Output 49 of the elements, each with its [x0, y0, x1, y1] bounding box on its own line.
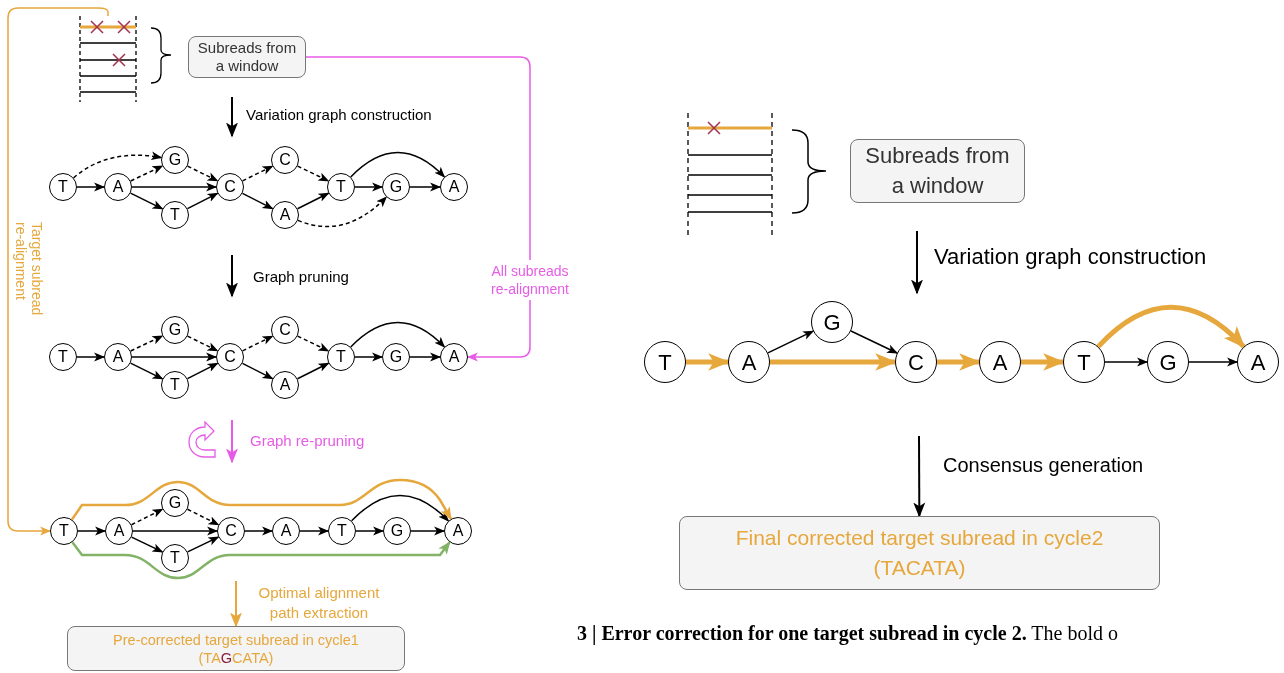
- curved-arrow: [350, 494, 450, 522]
- arrow: [913, 435, 926, 518]
- box-text: Subreads from a window: [864, 142, 1011, 200]
- curved-arrow: [350, 151, 446, 178]
- arrow: [77, 526, 107, 536]
- box-text: Pre-corrected target subread in cycle1: [113, 630, 359, 649]
- rounded-box: [67, 626, 405, 671]
- edge-label: Consensus generation: [943, 453, 1144, 478]
- curved-arrow: [72, 151, 163, 179]
- step-label: Variation graph construction: [246, 105, 432, 125]
- arrow: [354, 182, 384, 192]
- curved-arrow: [297, 196, 388, 228]
- arrow: [76, 352, 106, 362]
- arrow: [355, 526, 385, 536]
- rounded-box: [679, 516, 1160, 590]
- box-text: Final corrected target subread in cycle2: [735, 525, 1104, 551]
- arrow: [131, 182, 218, 192]
- arrow: [409, 182, 442, 192]
- box-text: Subreads from a window: [196, 39, 298, 75]
- arrow: [132, 526, 219, 536]
- connector-arrow: [305, 56, 531, 362]
- arrow: [230, 580, 242, 628]
- arrow: [409, 352, 442, 362]
- alignment-path-arrow: [71, 541, 451, 580]
- arrow: [131, 352, 218, 362]
- arrow: [1188, 357, 1239, 367]
- arrow: [410, 526, 446, 536]
- caption: 3 | Error correction for one target subread in cycle 2. The bold o: [577, 621, 1118, 647]
- rounded-box: [188, 36, 306, 78]
- edge-label: Optimal alignment path extraction: [257, 583, 381, 623]
- alignment-path-arrow: [70, 478, 453, 521]
- arrow: [244, 526, 274, 536]
- connector-arrow: [7, 7, 109, 536]
- curved-arrow: [1096, 304, 1246, 349]
- arrow: [1104, 357, 1149, 367]
- step-label: Graph pruning: [253, 267, 349, 287]
- box-text: (TACATA): [873, 555, 966, 581]
- arrow: [354, 352, 384, 362]
- arrow: [299, 526, 330, 536]
- step-label: Graph re-pruning: [250, 431, 365, 451]
- rounded-box: [850, 139, 1025, 203]
- box-text: (TAGCATA): [198, 648, 274, 667]
- subreads-drawing: [76, 16, 140, 102]
- edge-label: Target subread re-alignment: [13, 222, 45, 318]
- curved-arrow: [350, 321, 446, 348]
- arrow: [850, 330, 899, 354]
- step-label: Variation graph construction: [934, 243, 1207, 271]
- arrow: [76, 182, 106, 192]
- arrow: [767, 330, 815, 354]
